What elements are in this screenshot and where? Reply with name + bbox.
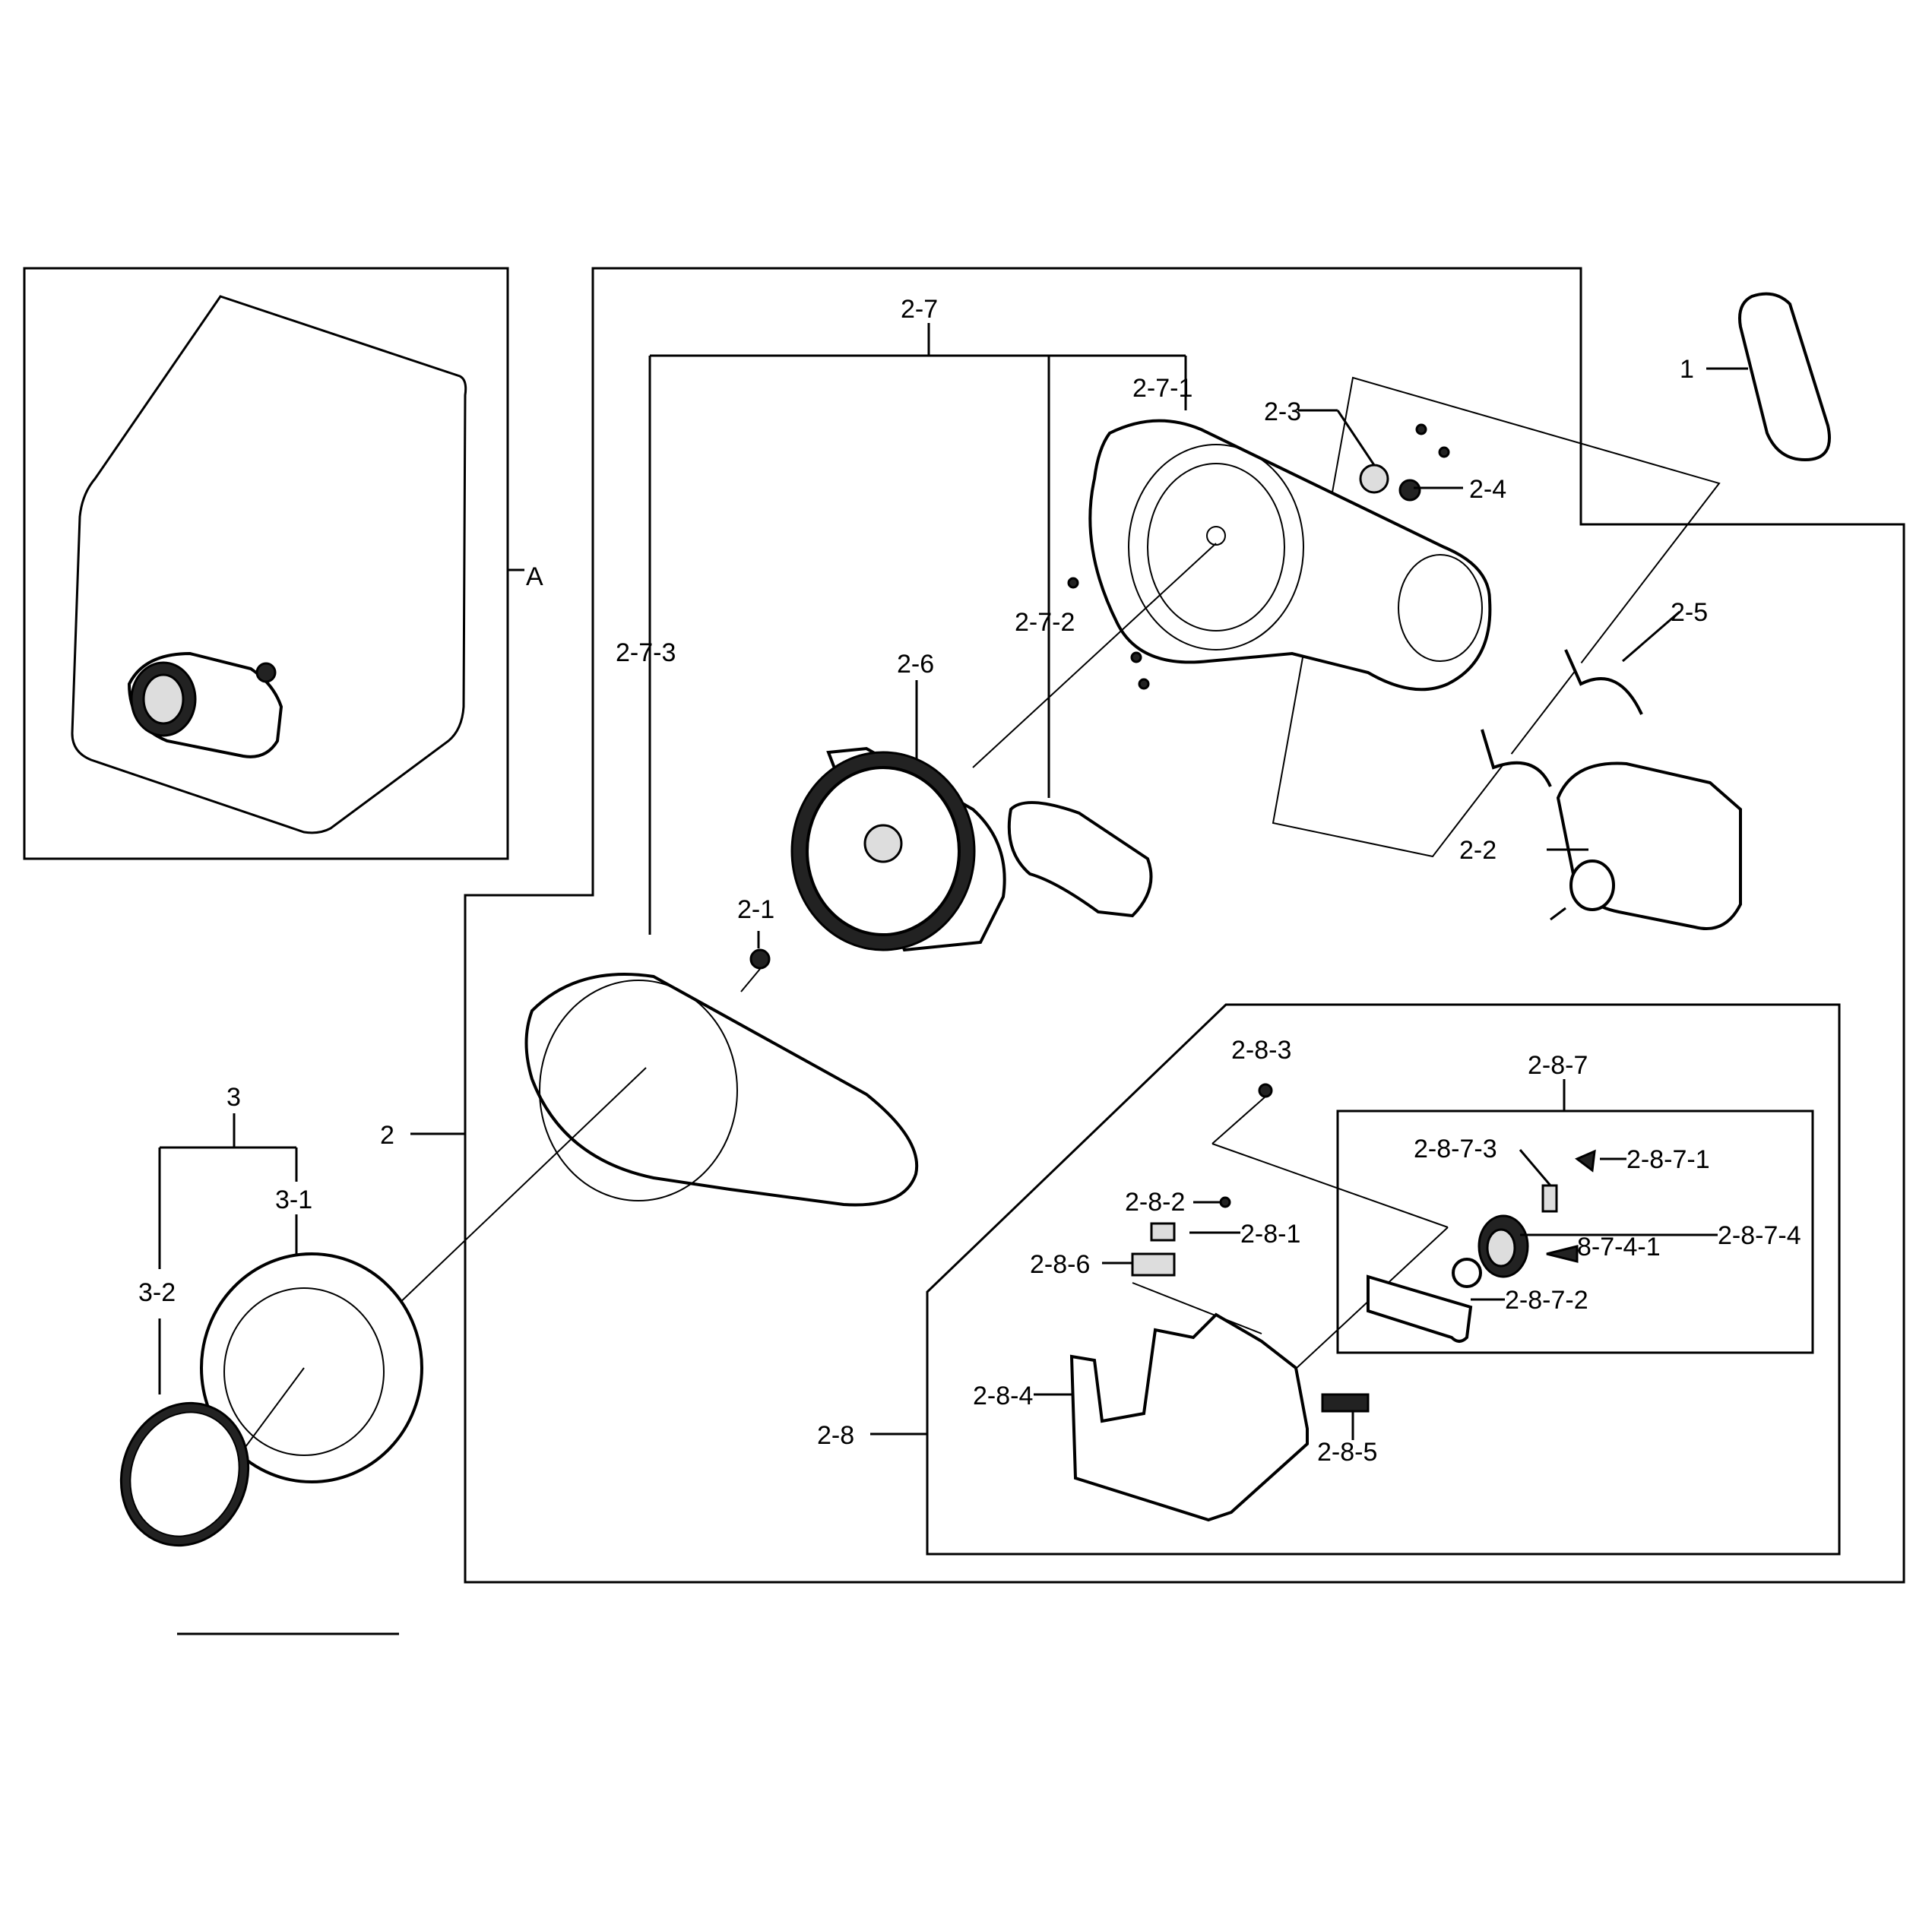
front-vent-housing	[200, 1252, 423, 1483]
label-2-8-7-2: 2-8-7-2	[1505, 1286, 1588, 1315]
label-8-7-4-1: 8-7-4-1	[1577, 1233, 1661, 1261]
label-2-8: 2-8	[817, 1421, 854, 1450]
drive-motor	[1547, 761, 1742, 930]
label-2-8-6: 2-8-6	[1030, 1250, 1090, 1279]
label-2-3: 2-3	[1264, 397, 1301, 426]
label-3-1: 3-1	[275, 1186, 312, 1214]
label-2-8-7-4: 2-8-7-4	[1718, 1221, 1801, 1250]
assembly-2-8-7-box	[1336, 1079, 1814, 1354]
front-vent-gasket	[119, 1401, 250, 1547]
drive-belt	[1738, 292, 1831, 462]
inset-overview-a	[23, 267, 509, 860]
label-2-5: 2-5	[1671, 598, 1708, 627]
label-2-2: 2-2	[1459, 836, 1497, 865]
inset-blower-assembly	[127, 651, 283, 758]
assembly-axis-lines	[394, 543, 1217, 1308]
label-a: A	[526, 562, 543, 591]
label-2-8-7-3: 2-8-7-3	[1414, 1135, 1497, 1163]
bracket-3	[158, 1113, 298, 1394]
label-2-8-7: 2-8-7	[1528, 1051, 1588, 1080]
label-2: 2	[380, 1121, 394, 1150]
duct-seal	[1007, 801, 1153, 918]
label-2-7-3: 2-7-3	[616, 638, 676, 667]
label-2-7-2: 2-7-2	[1015, 608, 1075, 637]
label-2-6: 2-6	[897, 650, 934, 679]
motor-mount-parts	[1034, 1083, 1718, 1522]
assembly-2-8-boundary	[926, 1003, 1841, 1556]
label-2-7-1: 2-7-1	[1132, 374, 1192, 403]
label-2-8-7-1: 2-8-7-1	[1626, 1145, 1710, 1174]
label-2-1: 2-1	[737, 895, 774, 924]
blower-wheel	[790, 680, 1006, 952]
label-3-2: 3-2	[138, 1278, 176, 1307]
bracket-2-7	[648, 323, 1187, 935]
label-2-7: 2-7	[901, 295, 938, 324]
label-2-8-3: 2-8-3	[1231, 1036, 1291, 1065]
label-2-4: 2-4	[1469, 475, 1506, 504]
idler-and-screws	[1067, 409, 1463, 690]
label-2-8-1: 2-8-1	[1240, 1220, 1300, 1249]
rear-blower-housing	[1088, 419, 1492, 692]
motor-plane-outline	[1272, 376, 1721, 858]
label-3: 3	[226, 1083, 241, 1112]
assembly-2-boundary	[464, 267, 1905, 1584]
blower-nut	[749, 948, 771, 970]
dryer-cabinet-outline	[71, 295, 467, 834]
label-1: 1	[1680, 355, 1694, 384]
front-blower-housing	[524, 973, 919, 1207]
label-2-8-5: 2-8-5	[1317, 1438, 1377, 1467]
label-2-8-2: 2-8-2	[1125, 1188, 1185, 1217]
motor-clamps	[1481, 610, 1680, 787]
label-2-8-4: 2-8-4	[973, 1382, 1033, 1410]
